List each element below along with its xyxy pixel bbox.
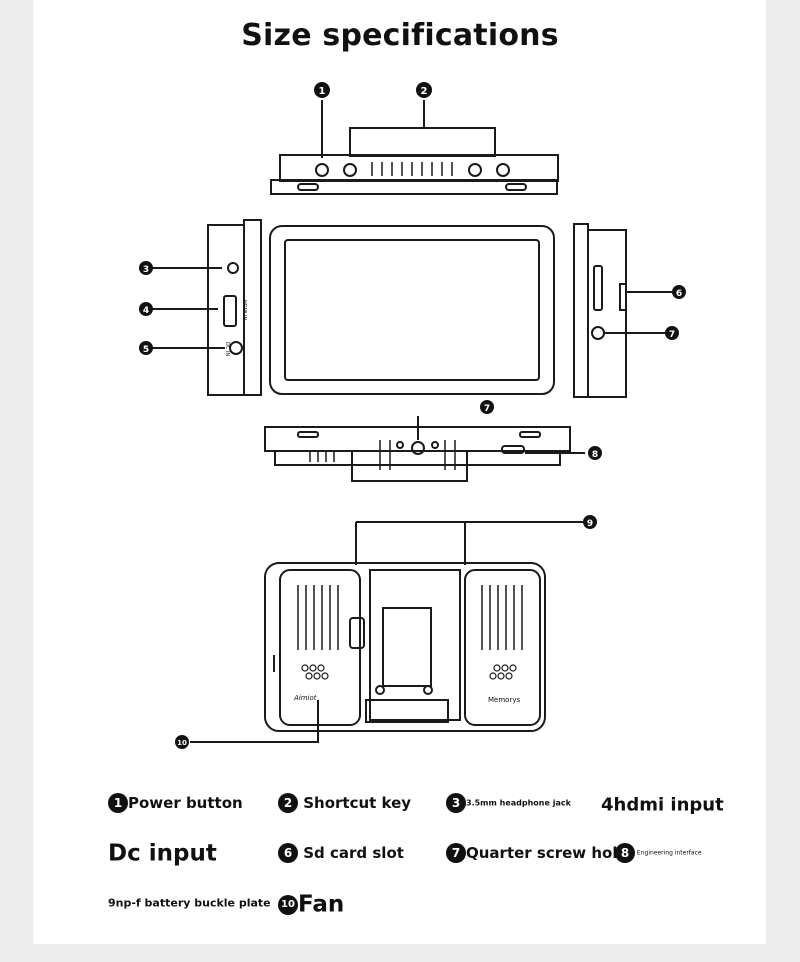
- callout-6: 6: [676, 289, 682, 299]
- hdmi-port-label: HDMI IN: [241, 300, 247, 320]
- front-view: [269, 225, 555, 395]
- legend-engineering-interface: 8 Engineering interface: [615, 843, 702, 863]
- legend-badge-10: 10: [278, 894, 298, 915]
- callout-9: 9: [587, 519, 593, 529]
- legend-badge-7: 7: [446, 843, 466, 863]
- legend-hdmi-input: 4hdmi input: [601, 794, 724, 816]
- dc-port: [229, 341, 243, 355]
- callout-1: 1: [319, 86, 326, 97]
- callout-10: 10: [177, 739, 187, 747]
- legend-badge-1: 1: [108, 793, 128, 813]
- brand-right-label: Memorys: [488, 696, 520, 704]
- legend-shortcut-key: 2 Shortcut key: [278, 793, 411, 813]
- callout-7-bottom: 7: [484, 404, 490, 414]
- legend-badge-3: 3: [446, 793, 466, 813]
- battery-buckle-plate: [369, 569, 461, 721]
- brand-left-label: Aimiot: [293, 694, 317, 702]
- bottom-view: [264, 416, 585, 482]
- shortcut-key-2: [468, 163, 482, 177]
- legend-battery-buckle-plate: 9np-f battery buckle plate: [108, 896, 271, 910]
- display-screen: [284, 239, 540, 381]
- legend-badge-2: 2: [278, 793, 298, 813]
- left-side-view: [150, 219, 262, 396]
- spec-sheet: [33, 0, 766, 944]
- hdmi-port: [223, 295, 237, 327]
- shortcut-key-1: [343, 163, 357, 177]
- callout-4: 4: [143, 306, 149, 316]
- callout-2: 2: [421, 86, 428, 97]
- legend-sd-card-slot: 6 Sd card slot: [278, 843, 404, 863]
- right-side-view: [573, 223, 672, 398]
- top-view: [270, 100, 559, 195]
- dc-port-label: DC IN: [224, 342, 230, 356]
- fan-left: [279, 569, 361, 726]
- callout-7-side: 7: [669, 330, 675, 340]
- callout-5: 5: [143, 345, 149, 355]
- fan-right: [464, 569, 541, 726]
- shortcut-key-3: [496, 163, 510, 177]
- legend-dc-input: Dc input: [108, 840, 217, 867]
- rear-view: [190, 521, 583, 743]
- legend-badge-8: 8: [615, 843, 635, 863]
- engineering-interface-port: [501, 445, 525, 454]
- quarter-screw-hole-side: [591, 326, 605, 340]
- callout-8: 8: [592, 450, 598, 460]
- callout-3: 3: [143, 265, 149, 275]
- power-button-top: [315, 163, 329, 177]
- headphone-jack: [227, 262, 239, 274]
- page-title: Size specifications: [241, 18, 559, 53]
- sd-card-slot: [593, 265, 603, 311]
- quarter-screw-hole-bottom: [411, 441, 425, 455]
- legend-badge-6: 6: [278, 843, 298, 863]
